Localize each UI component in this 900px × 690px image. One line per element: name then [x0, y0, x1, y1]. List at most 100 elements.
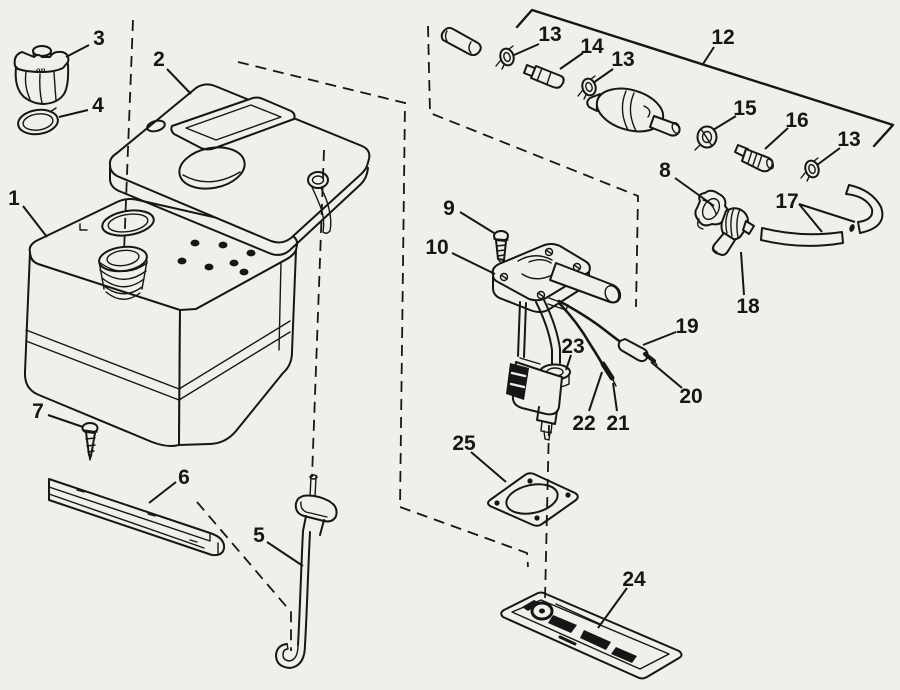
leader-line	[148, 481, 177, 504]
leader-line	[650, 361, 683, 389]
projection-dashes	[123, 19, 639, 651]
leader-line	[702, 46, 715, 65]
inline-filter-bulb	[586, 87, 681, 137]
part-callout-8: 8	[659, 159, 715, 207]
part-number: 24	[622, 568, 646, 591]
connector-fitting-14	[523, 64, 565, 89]
leader-line	[597, 587, 628, 629]
part-number: 19	[675, 315, 698, 338]
leader-line	[47, 414, 84, 428]
leader-line	[459, 211, 495, 234]
part-callout-5: 5	[253, 524, 304, 567]
part-number: 15	[733, 97, 757, 120]
part-number: 1	[8, 187, 20, 210]
part-number: 13	[837, 128, 860, 151]
elbow-fitting-18	[711, 207, 755, 256]
part-number: 20	[679, 385, 702, 408]
part-number: 25	[452, 432, 476, 455]
leader-line	[674, 177, 715, 207]
part-number: 16	[785, 109, 808, 132]
part-callout-9: 9	[443, 197, 495, 234]
part-callout-3: 3	[65, 27, 105, 58]
leader-line	[740, 251, 745, 296]
part-number: 10	[425, 236, 448, 259]
part-number: 22	[572, 412, 595, 435]
cap-engraving: on	[36, 65, 46, 75]
part-callout-18: 18	[736, 251, 760, 318]
pickup-tube	[275, 474, 338, 669]
hose-17-upper	[845, 184, 884, 234]
part-callout-16: 16	[764, 109, 809, 150]
spring-clamp-13-b	[577, 75, 597, 100]
part-callout-21: 21	[606, 382, 630, 435]
part-callout-25: 25	[452, 432, 507, 483]
part-number: 23	[561, 335, 584, 358]
part-callout-10: 10	[425, 236, 496, 275]
part-callout-13: 13	[816, 128, 861, 166]
leader-line	[470, 451, 507, 483]
part-number: 17	[775, 190, 798, 213]
spring-clamp-13-c	[800, 157, 820, 182]
hose-kit-bracket-line	[515, 8, 895, 148]
part-callout-2: 2	[153, 48, 192, 95]
part-number: 2	[153, 48, 165, 71]
leader-line	[559, 52, 584, 70]
seal-ring	[17, 107, 59, 136]
part-callout-19: 19	[642, 315, 699, 346]
leader-line	[798, 203, 856, 223]
grommet-15	[694, 125, 718, 151]
part-callout-14: 14	[559, 35, 604, 70]
tank-screw	[81, 422, 99, 461]
leader-line	[592, 68, 614, 84]
part-number: 13	[611, 48, 634, 71]
wire-lead-19-20	[557, 299, 658, 366]
leader-line	[712, 115, 737, 131]
leader-line	[65, 44, 90, 58]
part-callout-23: 23	[561, 335, 585, 371]
part-callout-22: 22	[572, 371, 603, 435]
leader-line	[642, 331, 677, 346]
leader-line	[513, 43, 540, 56]
part-callout-17: 17	[775, 190, 856, 233]
barb-fitting-16	[734, 144, 774, 173]
part-callout-15: 15	[712, 97, 757, 131]
part-number: 21	[606, 412, 630, 435]
leader-line	[565, 354, 572, 371]
oil-tank	[23, 198, 299, 447]
part-number: 3	[93, 27, 105, 50]
oil-pump-assembly	[491, 243, 622, 441]
plate-screws	[499, 247, 582, 300]
leader-line	[588, 371, 603, 412]
tank-cover	[108, 83, 371, 256]
leader-line	[798, 203, 823, 233]
part-callout-6: 6	[148, 466, 190, 504]
leader-line	[451, 252, 496, 275]
part-callout-4: 4	[58, 94, 104, 118]
part-number: 12	[711, 26, 734, 49]
hose-17-lower	[760, 227, 844, 247]
hose-stub	[440, 26, 482, 57]
part-callout-1: 1	[8, 187, 48, 238]
part-callout-24: 24	[597, 568, 646, 629]
part-callout-20: 20	[650, 361, 703, 408]
leader-line	[166, 68, 192, 95]
gasket-25	[487, 472, 579, 527]
spring-clamp-13-a	[495, 45, 515, 70]
part-number: 14	[580, 35, 604, 58]
part-number: 7	[32, 400, 44, 423]
part-number: 9	[443, 197, 455, 220]
part-number: 6	[178, 466, 190, 489]
part-number: 13	[538, 23, 561, 46]
pump-screw-9	[493, 230, 509, 264]
filler-cap: on	[13, 45, 70, 105]
leader-line	[58, 109, 89, 118]
part-callout-13: 13	[513, 23, 562, 56]
leader-line	[612, 382, 618, 412]
leader-line	[764, 127, 789, 150]
part-number: 18	[736, 295, 760, 318]
wire-lead-21-22	[558, 302, 617, 387]
leader-line	[816, 147, 841, 166]
part-callout-13: 13	[592, 48, 635, 84]
